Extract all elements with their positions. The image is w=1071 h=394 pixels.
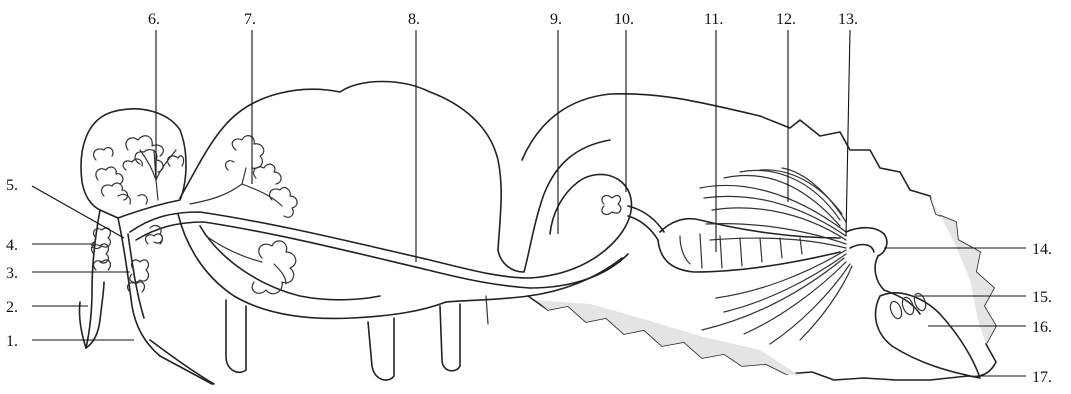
label-15: 15. (1032, 289, 1052, 306)
label-4: 4. (6, 237, 18, 254)
labels: 1. 2. 3. 4. 5. 6. 7. 8. 9. 10. 11. 12. 1… (6, 11, 1052, 386)
rectum (876, 292, 980, 378)
thoracic-gland (190, 136, 297, 218)
label-2: 2. (6, 299, 18, 316)
label-1: 1. (6, 333, 18, 350)
leader-line-13 (846, 30, 850, 236)
label-8: 8. (408, 11, 420, 28)
label-3: 3. (6, 265, 18, 282)
esophagus (130, 212, 530, 288)
head-gland-cluster (94, 136, 184, 204)
midgut (658, 219, 840, 272)
label-10: 10. (614, 11, 634, 28)
proventriculus (602, 196, 664, 240)
leader-line-5 (32, 186, 124, 238)
label-11: 11. (704, 11, 723, 28)
label-17: 17. (1032, 369, 1052, 386)
label-6: 6. (148, 11, 160, 28)
label-5: 5. (6, 177, 18, 194)
legs-outline (226, 296, 488, 380)
pharyngeal-glands (92, 226, 163, 292)
label-12: 12. (776, 11, 796, 28)
label-9: 9. (550, 11, 562, 28)
hindgut (846, 228, 920, 314)
malpighian-tubules (700, 168, 852, 344)
label-7: 7. (244, 11, 256, 28)
label-14: 14. (1032, 241, 1052, 258)
label-13: 13. (838, 11, 858, 28)
abdomen-outline (522, 94, 996, 380)
label-16: 16. (1032, 319, 1052, 336)
thorax-outline (178, 82, 501, 319)
